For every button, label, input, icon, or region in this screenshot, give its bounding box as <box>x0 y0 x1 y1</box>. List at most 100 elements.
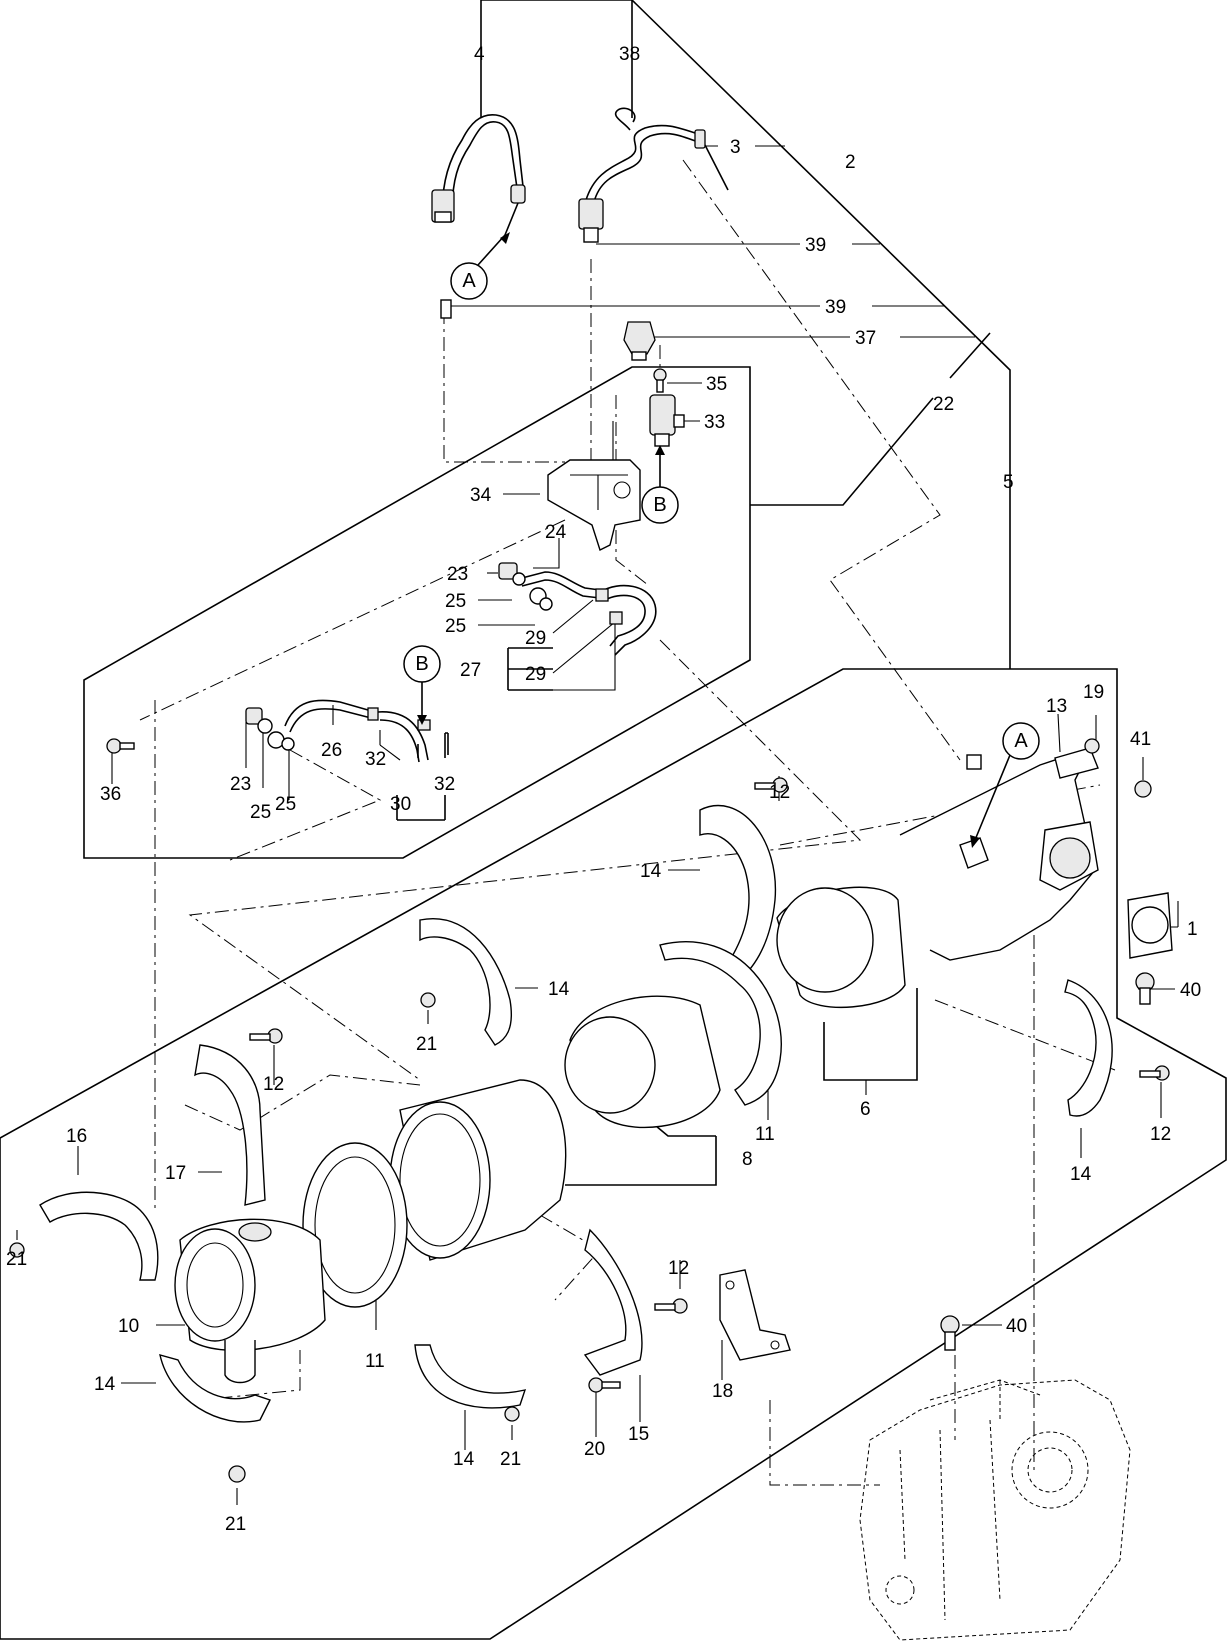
marker-a-upper: A <box>450 262 488 300</box>
callout-29-lower: 29 <box>525 664 546 685</box>
callout-3: 3 <box>730 137 741 158</box>
callout-13: 13 <box>1046 696 1067 717</box>
engine-housing-reference <box>859 1379 1131 1641</box>
callout-5: 5 <box>1003 472 1014 493</box>
marker-b-upper: B <box>641 486 679 524</box>
callout-38: 38 <box>619 44 640 65</box>
callout-32-b: 32 <box>434 774 455 795</box>
bolt-20 <box>588 1377 621 1393</box>
sub-assembly-frame-lower <box>0 668 1227 1640</box>
callout-25-b: 25 <box>445 616 466 637</box>
callout-30: 30 <box>390 794 411 815</box>
callout-1: 1 <box>1187 919 1198 940</box>
callout-17: 17 <box>165 1163 186 1184</box>
catalyst-housing <box>389 1079 567 1261</box>
callout-14-lower-mid: 14 <box>453 1449 475 1470</box>
svg-text:B: B <box>415 653 428 675</box>
callout-23-lower: 23 <box>230 774 251 795</box>
callout-41: 41 <box>1130 729 1151 750</box>
gasket-11-left <box>302 1142 408 1308</box>
bracket-15 <box>583 1228 643 1376</box>
callout-23-upper: 23 <box>447 564 468 585</box>
callout-11-left: 11 <box>365 1351 385 1372</box>
callout-14-lower-left: 14 <box>94 1374 116 1395</box>
callout-35: 35 <box>706 374 727 395</box>
gasket-11-center <box>659 941 782 1106</box>
gasket-16 <box>39 1191 159 1281</box>
sensor-bracket-34 <box>547 459 641 551</box>
callout-2: 2 <box>845 152 856 173</box>
callout-14-center: 14 <box>548 979 570 1000</box>
hose-30 <box>377 711 431 763</box>
callout-4: 4 <box>474 44 485 65</box>
callout-27: 27 <box>460 660 481 681</box>
pipe-assembly-26 <box>245 699 379 751</box>
callout-14-upper: 14 <box>640 861 662 882</box>
callout-20: 20 <box>584 1439 605 1460</box>
bolt-12-lower <box>654 1298 688 1314</box>
muffler-body-5 <box>899 754 1099 961</box>
filter-cartridge-8 <box>564 995 721 1129</box>
bracket-13 <box>1054 747 1099 779</box>
sensor-harness-3 <box>440 107 729 319</box>
callout-19: 19 <box>1083 682 1104 703</box>
callout-16: 16 <box>66 1126 87 1147</box>
marker-b-lower: B <box>403 645 441 683</box>
callout-18: 18 <box>712 1381 733 1402</box>
callout-12-upper: 12 <box>769 782 790 803</box>
gasket-14-center <box>419 918 512 1046</box>
gasket-14-lower-left <box>159 1354 271 1423</box>
bolt-35 <box>653 368 667 393</box>
callout-25-d: 25 <box>275 794 296 815</box>
callout-21-bottom: 21 <box>225 1514 246 1535</box>
callout-12-left: 12 <box>263 1074 284 1095</box>
callout-33: 33 <box>704 412 725 433</box>
svg-text:A: A <box>462 270 476 292</box>
bolt-12-left <box>249 1028 283 1044</box>
bolt-12-right <box>1139 1065 1170 1081</box>
bolt-21-top <box>420 992 436 1008</box>
callout-15: 15 <box>628 1424 649 1445</box>
sensor-harness-4 <box>431 114 526 236</box>
inlet-cover-10 <box>174 1218 326 1384</box>
callout-6: 6 <box>860 1099 871 1120</box>
callout-8: 8 <box>742 1149 753 1170</box>
callout-39-lower: 39 <box>825 297 846 318</box>
callout-25-c: 25 <box>250 802 271 823</box>
callout-labels: 4 38 3 2 39 39 37 35 33 22 5 34 24 23 25… <box>6 44 1201 1535</box>
pipe-assembly-24 <box>498 562 601 611</box>
callout-34: 34 <box>470 485 492 506</box>
callout-11-center: 11 <box>755 1124 775 1145</box>
callout-12-lower: 12 <box>668 1258 689 1279</box>
callout-26: 26 <box>321 740 342 761</box>
bolt-41 <box>1134 780 1152 798</box>
callout-21-top: 21 <box>416 1034 437 1055</box>
callout-36: 36 <box>100 784 121 805</box>
sub-assembly-frame-upper <box>83 366 751 859</box>
gasket-1 <box>1127 892 1173 959</box>
bolt-21-bottom <box>228 1465 246 1483</box>
callout-39-upper: 39 <box>805 235 826 256</box>
callout-40-upper: 40 <box>1180 980 1201 1001</box>
callout-32-a: 32 <box>365 749 386 770</box>
bolt-40-lower <box>940 1315 960 1351</box>
callout-25-a: 25 <box>445 591 466 612</box>
gasket-14-right <box>1064 979 1113 1117</box>
marker-a-lower: A <box>1002 722 1040 760</box>
gasket-14-lower-mid <box>414 1344 527 1409</box>
bolt-19 <box>1084 738 1100 754</box>
bolt-12-upper <box>754 777 788 793</box>
callout-40-lower: 40 <box>1006 1316 1027 1337</box>
callout-29-upper: 29 <box>525 628 546 649</box>
bolt-21-left <box>9 1242 25 1258</box>
temperature-sensor-37 <box>623 321 656 361</box>
mounting-bracket-18 <box>719 1269 791 1361</box>
callout-21-mid: 21 <box>500 1449 521 1470</box>
callout-10: 10 <box>118 1316 139 1337</box>
bolt-40-upper <box>1135 972 1155 1005</box>
hose-27 <box>595 584 657 656</box>
bolt-21-mid <box>504 1406 520 1422</box>
callout-12-right: 12 <box>1150 1124 1171 1145</box>
